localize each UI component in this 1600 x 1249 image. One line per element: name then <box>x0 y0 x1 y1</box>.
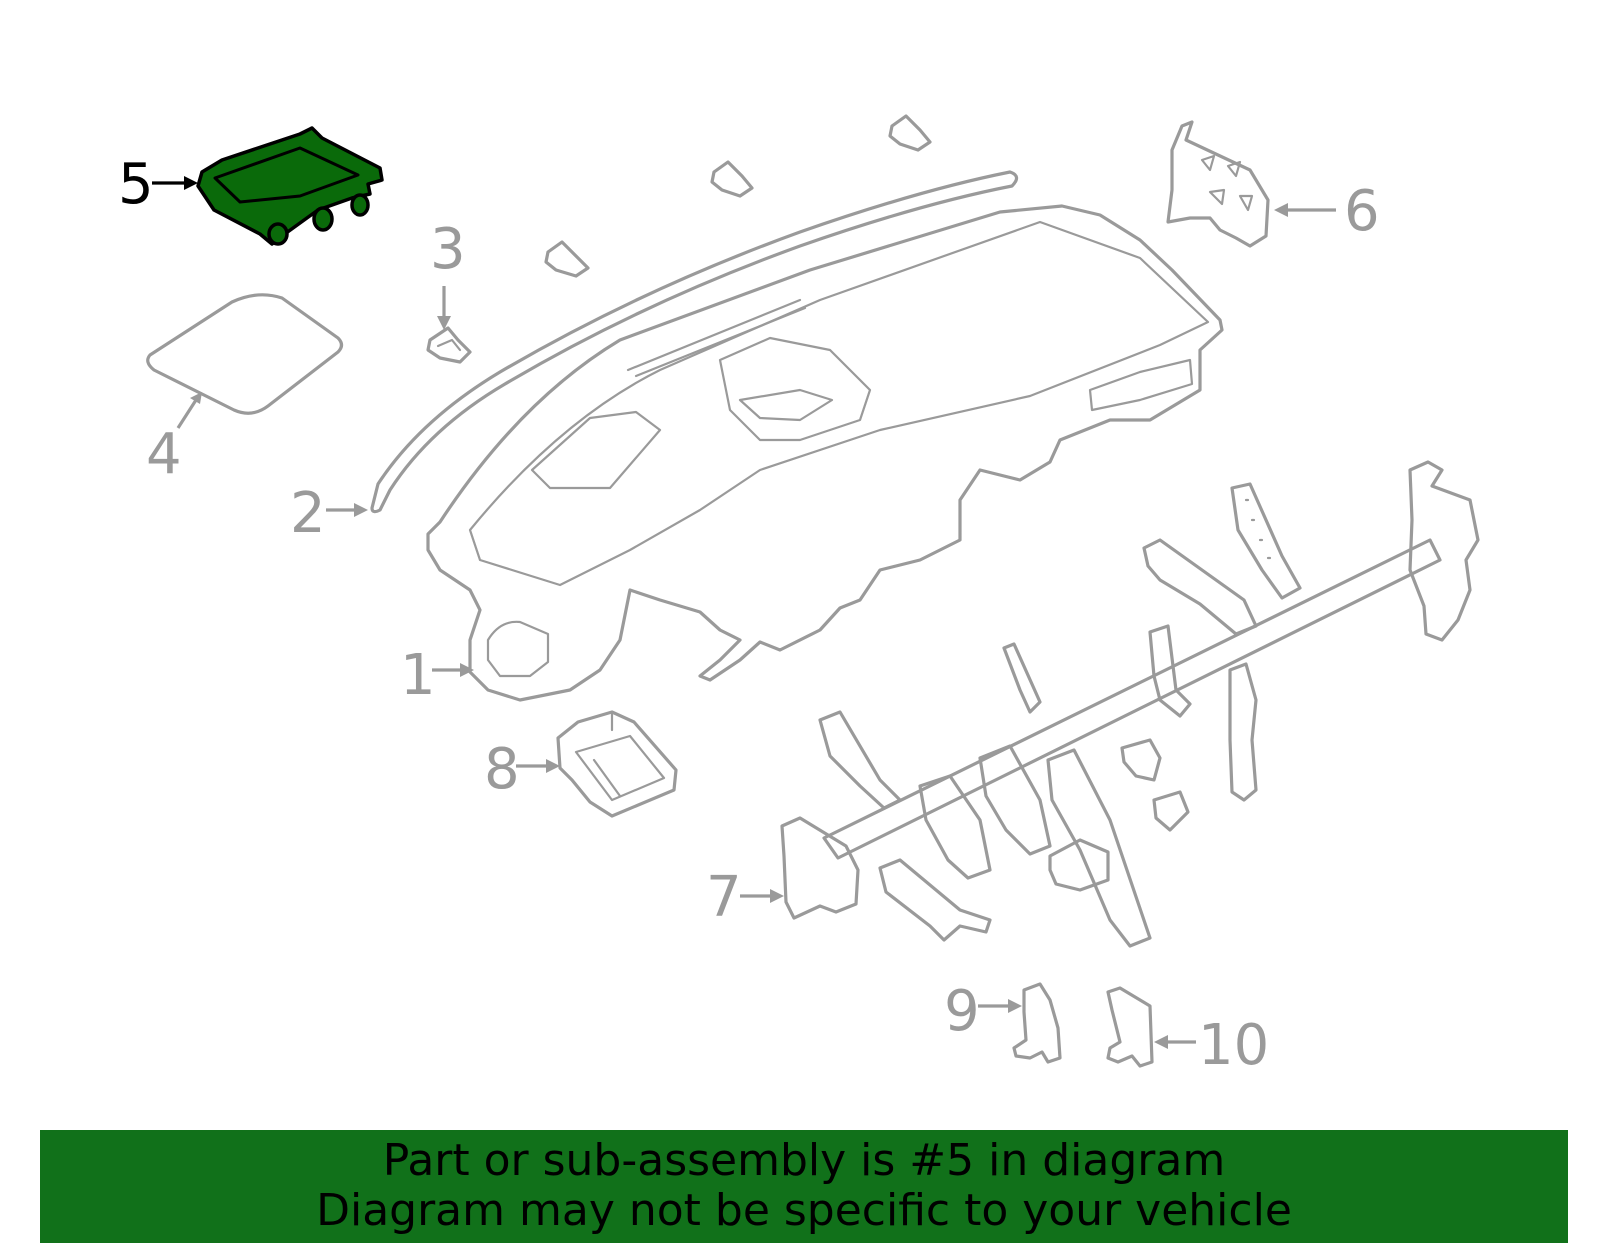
svg-text:6: 6 <box>1344 179 1380 244</box>
svg-text:2: 2 <box>290 481 326 546</box>
info-banner: Part or sub-assembly is #5 in diagram Di… <box>40 1130 1568 1243</box>
callout-5: 5 <box>118 152 198 217</box>
part-6-bracket[interactable] <box>1166 120 1270 248</box>
part-2-trim-strip[interactable] <box>370 170 1019 514</box>
callout-10: 10 <box>1154 1013 1269 1078</box>
parts-diagram: 5 4 3 2 1 6 8 7 9 10 <box>118 114 1480 1078</box>
svg-text:7: 7 <box>706 865 742 930</box>
callout-2: 2 <box>290 481 368 546</box>
part-5-cover[interactable] <box>196 126 384 246</box>
callout-8: 8 <box>484 737 560 802</box>
part-10-bracket[interactable] <box>1106 986 1154 1068</box>
svg-text:3: 3 <box>430 217 466 282</box>
part-7-cross-beam[interactable] <box>780 460 1480 948</box>
callout-4: 4 <box>146 392 202 487</box>
svg-text:9: 9 <box>944 979 980 1044</box>
callout-9: 9 <box>944 979 1022 1044</box>
part-9-bracket[interactable] <box>1012 982 1062 1064</box>
svg-text:1: 1 <box>400 643 436 708</box>
part-4-panel[interactable] <box>146 293 344 415</box>
callout-6: 6 <box>1274 179 1380 244</box>
banner-line-2: Diagram may not be specific to your vehi… <box>316 1185 1292 1236</box>
banner-line-1: Part or sub-assembly is #5 in diagram <box>382 1135 1226 1186</box>
part-1-instrument-panel[interactable] <box>426 204 1224 702</box>
svg-text:10: 10 <box>1198 1013 1269 1078</box>
svg-text:4: 4 <box>146 422 182 487</box>
part-3-clip[interactable] <box>426 326 472 364</box>
callout-7: 7 <box>706 865 784 930</box>
callout-1: 1 <box>400 643 474 708</box>
part-8-bracket[interactable] <box>556 710 678 818</box>
svg-text:8: 8 <box>484 737 520 802</box>
callout-3: 3 <box>430 217 466 330</box>
svg-text:5: 5 <box>118 152 154 217</box>
upper-clips <box>544 114 932 278</box>
